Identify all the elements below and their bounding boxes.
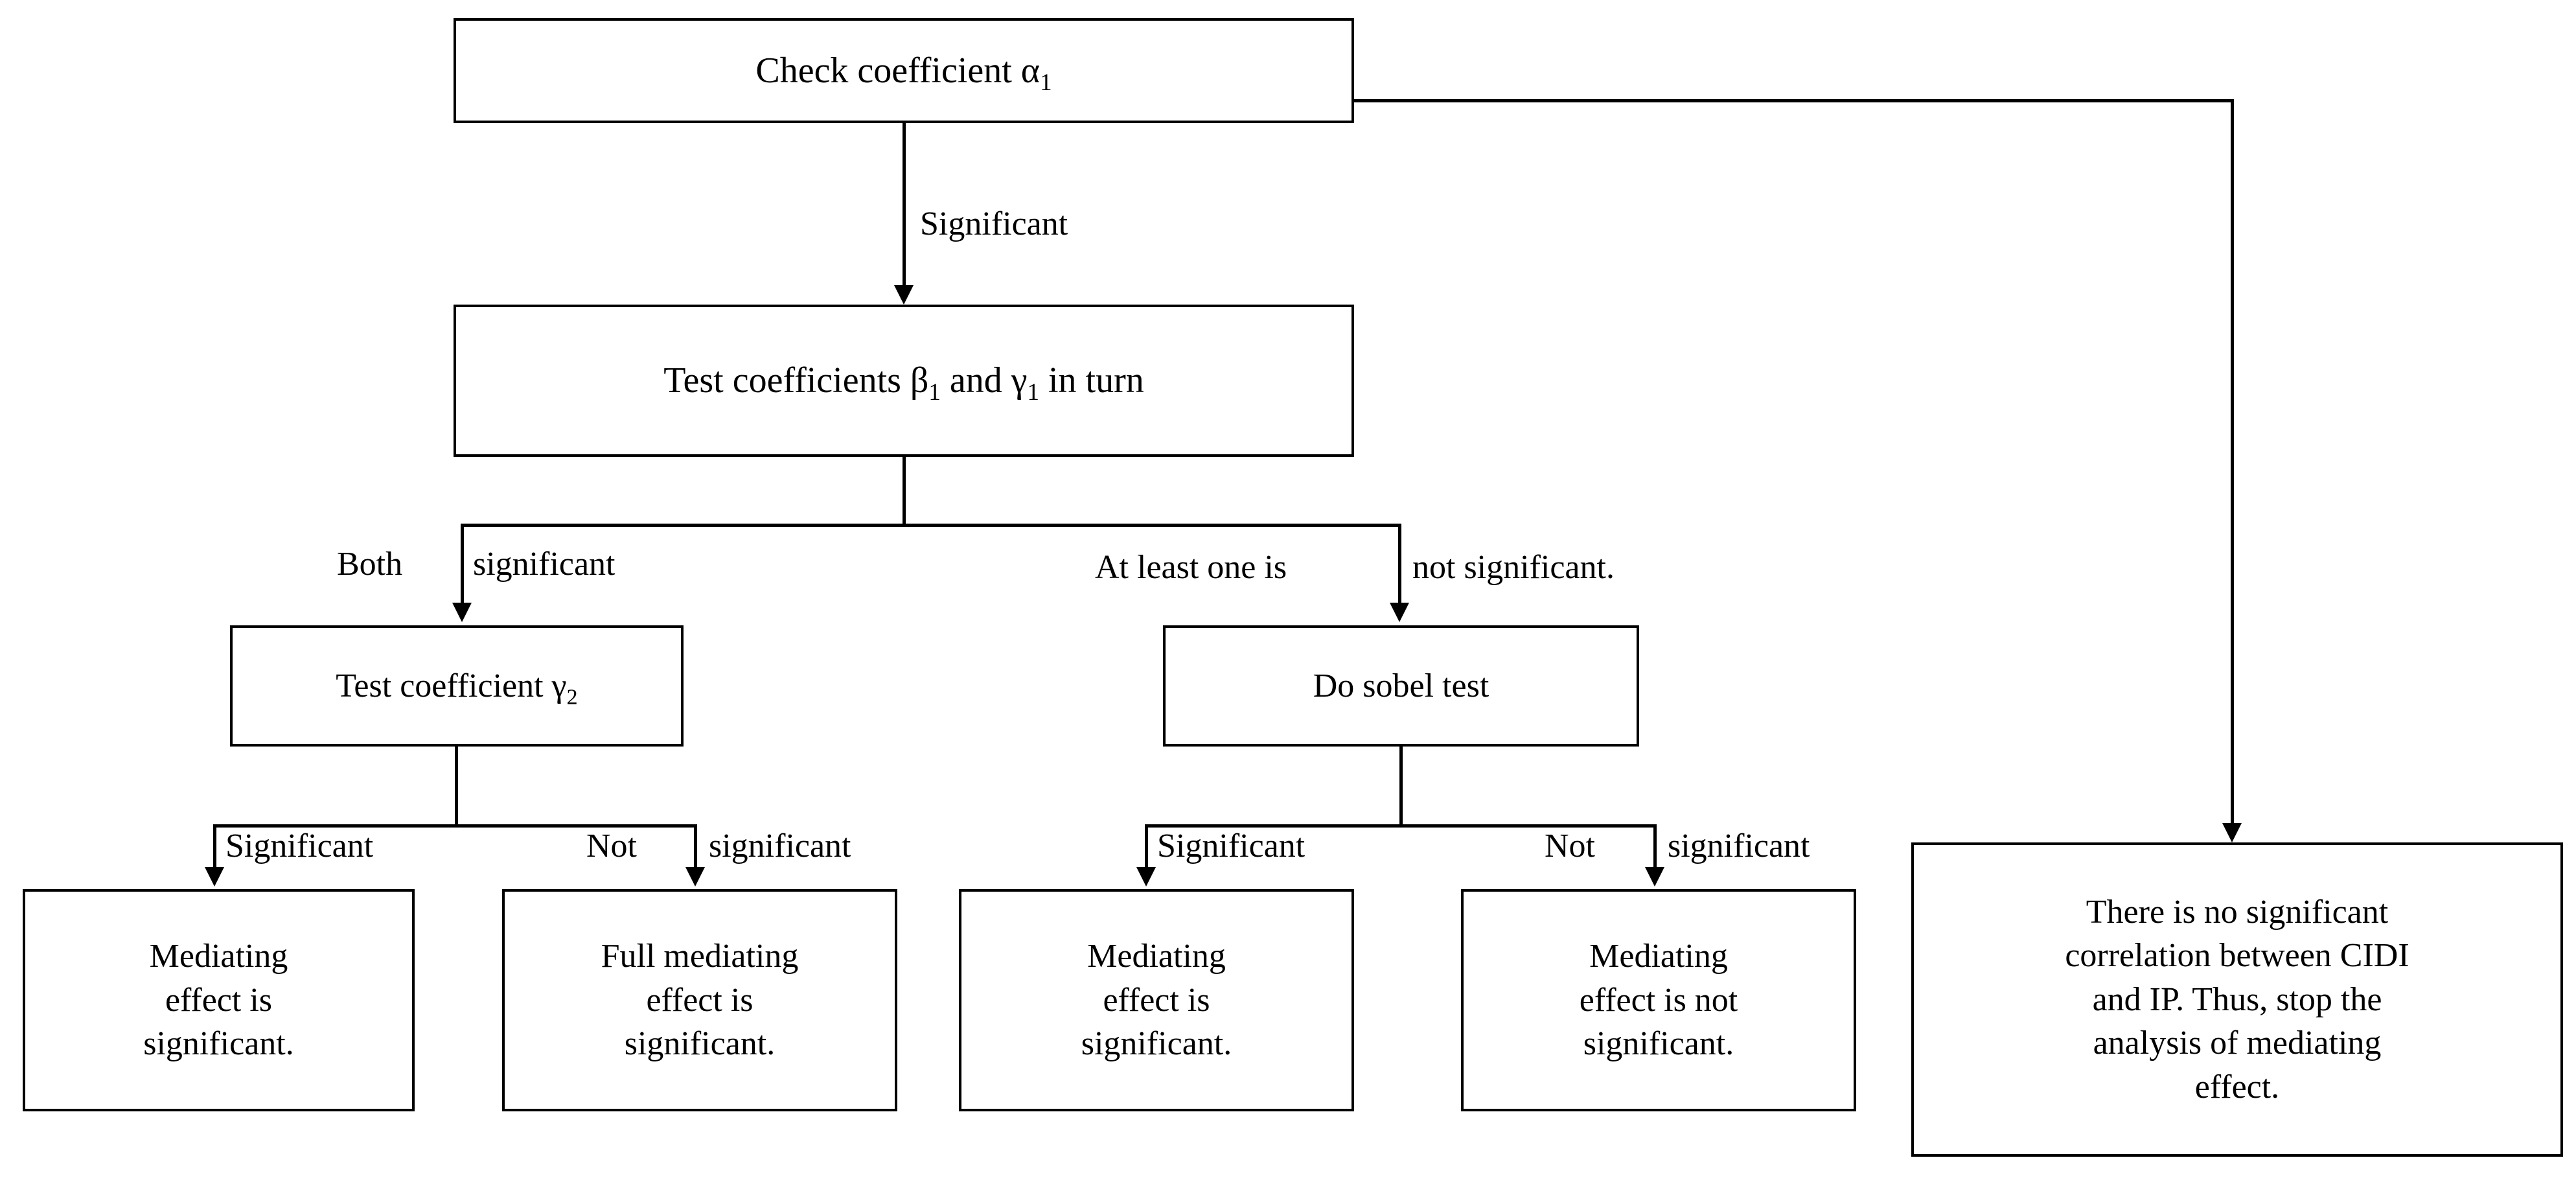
node-result-mediating-effect-not-significant: Mediating effect is not significant. [1461, 889, 1856, 1111]
node-result-mediating-effect-significant-right: Mediating effect is significant. [959, 889, 1354, 1111]
connector-beta-split-stem [903, 457, 906, 527]
edge-label-alpha-to-beta: Significant [920, 205, 1068, 242]
edge-label-gamma2-not-significant: significant [709, 828, 851, 864]
connector-gamma2-to-result1-arrowhead [205, 867, 224, 886]
connector-beta-to-sobel-line [1398, 524, 1401, 605]
connector-alpha-to-no-correlation-horizontal [1351, 99, 2234, 102]
node-result-full-mediating-effect-significant-label: Full mediating effect is significant. [601, 938, 799, 1063]
connector-gamma2-split-stem [455, 747, 458, 828]
connector-sobel-to-result4-line [1653, 824, 1657, 870]
edge-label-beta-left-significant: significant [473, 546, 615, 583]
connector-alpha-to-no-correlation-vertical [2231, 99, 2234, 825]
connector-alpha-to-beta-line [903, 123, 906, 285]
connector-beta-to-sobel-arrowhead [1390, 603, 1409, 622]
edge-label-beta-left-both: Both [337, 546, 403, 583]
node-check-coefficient-alpha1-subscript: 1 [1040, 68, 1052, 95]
connector-beta-to-gamma2-arrowhead [452, 603, 472, 622]
node-do-sobel-test-label: Do sobel test [1313, 667, 1489, 704]
connector-gamma2-to-result2-arrowhead [685, 867, 705, 886]
connector-beta-to-gamma2-line [461, 524, 464, 605]
edge-label-sobel-not: Not [1545, 828, 1595, 864]
node-result-mediating-effect-significant-right-label: Mediating effect is significant. [1081, 938, 1232, 1063]
edge-label-sobel-not-significant: significant [1668, 828, 1810, 864]
connector-sobel-to-result3-arrowhead [1136, 867, 1156, 886]
node-result-mediating-effect-significant-left: Mediating effect is significant. [23, 889, 415, 1111]
node-result-no-significant-correlation: There is no significant correlation betw… [1911, 842, 2563, 1157]
connector-gamma2-to-result2-line [694, 824, 697, 870]
node-result-mediating-effect-significant-left-label: Mediating effect is significant. [143, 938, 294, 1063]
connector-alpha-to-no-correlation-arrowhead [2222, 823, 2242, 842]
node-check-coefficient-alpha1: Check coefficient α1 [454, 18, 1354, 123]
connector-alpha-to-beta-arrowhead [894, 285, 914, 305]
node-check-coefficient-alpha1-label: Check coefficient α [755, 50, 1041, 91]
connector-gamma2-split-bar [214, 824, 697, 828]
connector-gamma2-to-result1-line [213, 824, 216, 870]
connector-sobel-split-bar [1146, 824, 1657, 828]
node-test-coefficients-beta1-gamma1: Test coefficients β1 and γ1 in turn [454, 305, 1354, 457]
connector-sobel-to-result4-arrowhead [1645, 867, 1664, 886]
edge-label-sobel-significant: Significant [1157, 828, 1305, 864]
node-test-coefficients-subscript-2: 1 [1027, 378, 1039, 406]
node-test-coefficients-middle: and γ [940, 360, 1028, 401]
connector-sobel-to-result3-line [1145, 824, 1148, 870]
node-test-coefficient-gamma2-subscript: 2 [566, 684, 578, 710]
node-do-sobel-test: Do sobel test [1163, 625, 1639, 747]
node-test-coefficients-suffix: in turn [1039, 360, 1144, 401]
node-test-coefficient-gamma2-label: Test coefficient γ [336, 667, 567, 704]
node-test-coefficients-prefix: Test coefficients β [663, 360, 929, 401]
node-test-coefficient-gamma2: Test coefficient γ2 [230, 625, 684, 747]
connector-beta-split-bar [462, 524, 1401, 527]
connector-sobel-split-stem [1399, 747, 1403, 828]
node-result-mediating-effect-not-significant-label: Mediating effect is not significant. [1579, 938, 1738, 1063]
edge-label-beta-right-at-least-one: At least one is [1095, 549, 1287, 586]
node-test-coefficients-subscript-1: 1 [928, 378, 941, 406]
edge-label-beta-right-not-significant: not significant. [1412, 549, 1615, 586]
edge-label-gamma2-not: Not [586, 828, 637, 864]
node-result-no-significant-correlation-label: There is no significant correlation betw… [2065, 893, 2409, 1106]
edge-label-gamma2-significant: Significant [225, 828, 374, 864]
node-result-full-mediating-effect-significant: Full mediating effect is significant. [502, 889, 897, 1111]
